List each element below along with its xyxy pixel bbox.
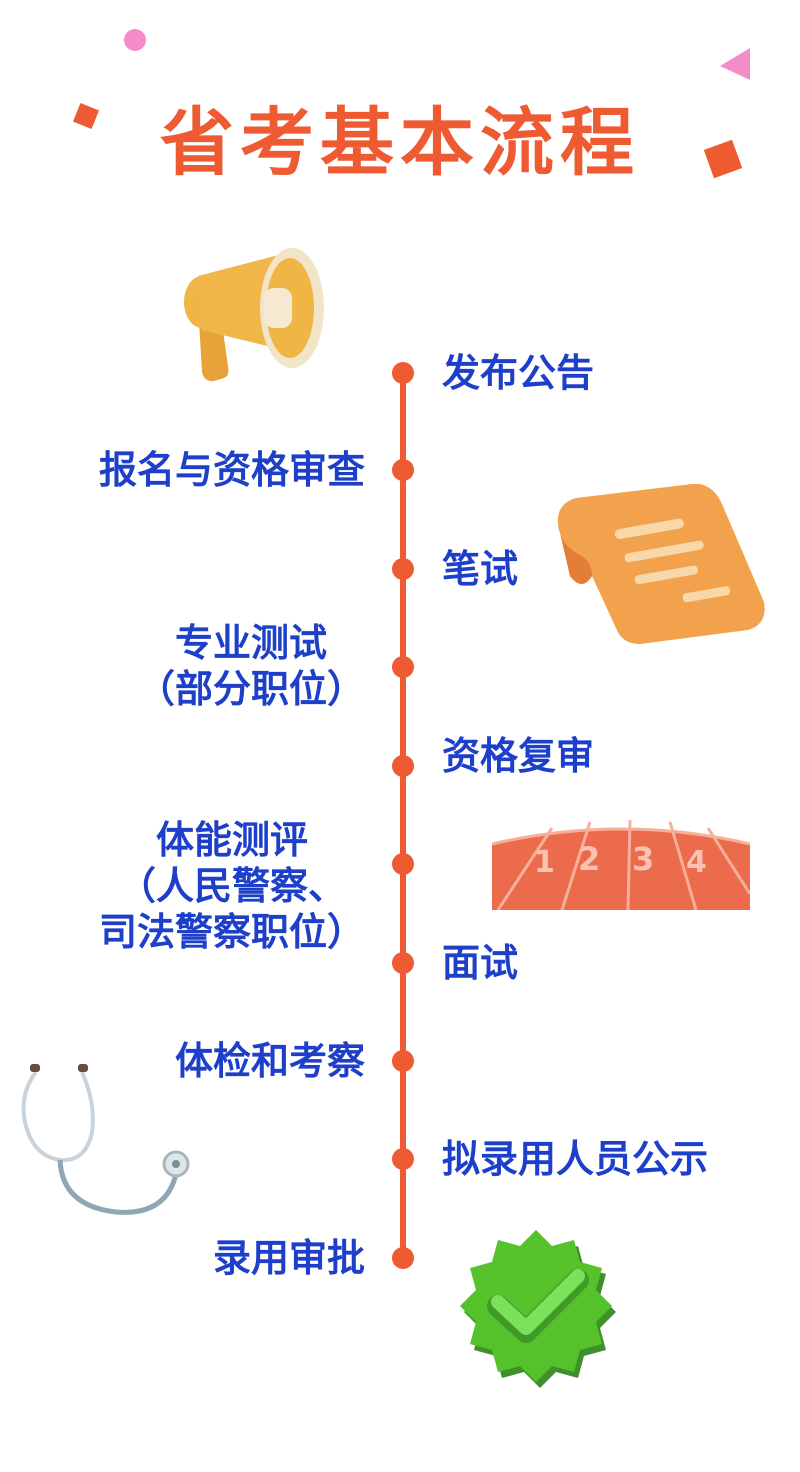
step-label: 面试 [442,941,519,985]
step-label: 资格复审 [442,734,595,778]
step-label: 体检和考察 [174,1039,365,1083]
track-number: 4 [686,845,707,880]
timeline-node [392,1247,414,1269]
timeline-node [392,362,414,384]
track-number: 2 [578,840,600,878]
track-number: 1 [534,845,555,880]
step-label: 录用审批 [212,1236,365,1280]
megaphone-icon [184,248,324,382]
step-label: 专业测试 （部分职位） [136,621,365,711]
pink-triangle-decoration [720,48,750,80]
timeline-node [392,853,414,875]
pink-dot-decoration [124,29,146,51]
track-number: 3 [632,840,654,878]
timeline-node [392,755,414,777]
step-label: 拟录用人员公示 [442,1137,709,1181]
step-label: 笔试 [442,547,519,591]
timeline-node [392,459,414,481]
step-label: 报名与资格审查 [98,448,365,492]
page-title: 省考基本流程 [160,100,640,186]
paper-scroll-icon [557,484,765,644]
step-label: 发布公告 [442,351,595,395]
timeline-node [392,1148,414,1170]
step-label: 体能测评 （人民警察、 司法警察职位） [98,818,365,954]
timeline-line [400,372,406,1258]
checkmark-badge-icon [460,1230,616,1388]
timeline-node [392,952,414,974]
timeline-node [392,558,414,580]
timeline-node [392,1050,414,1072]
timeline-node [392,656,414,678]
running-track-icon: 1 2 3 4 [492,819,750,910]
stethoscope-icon [21,1064,190,1215]
